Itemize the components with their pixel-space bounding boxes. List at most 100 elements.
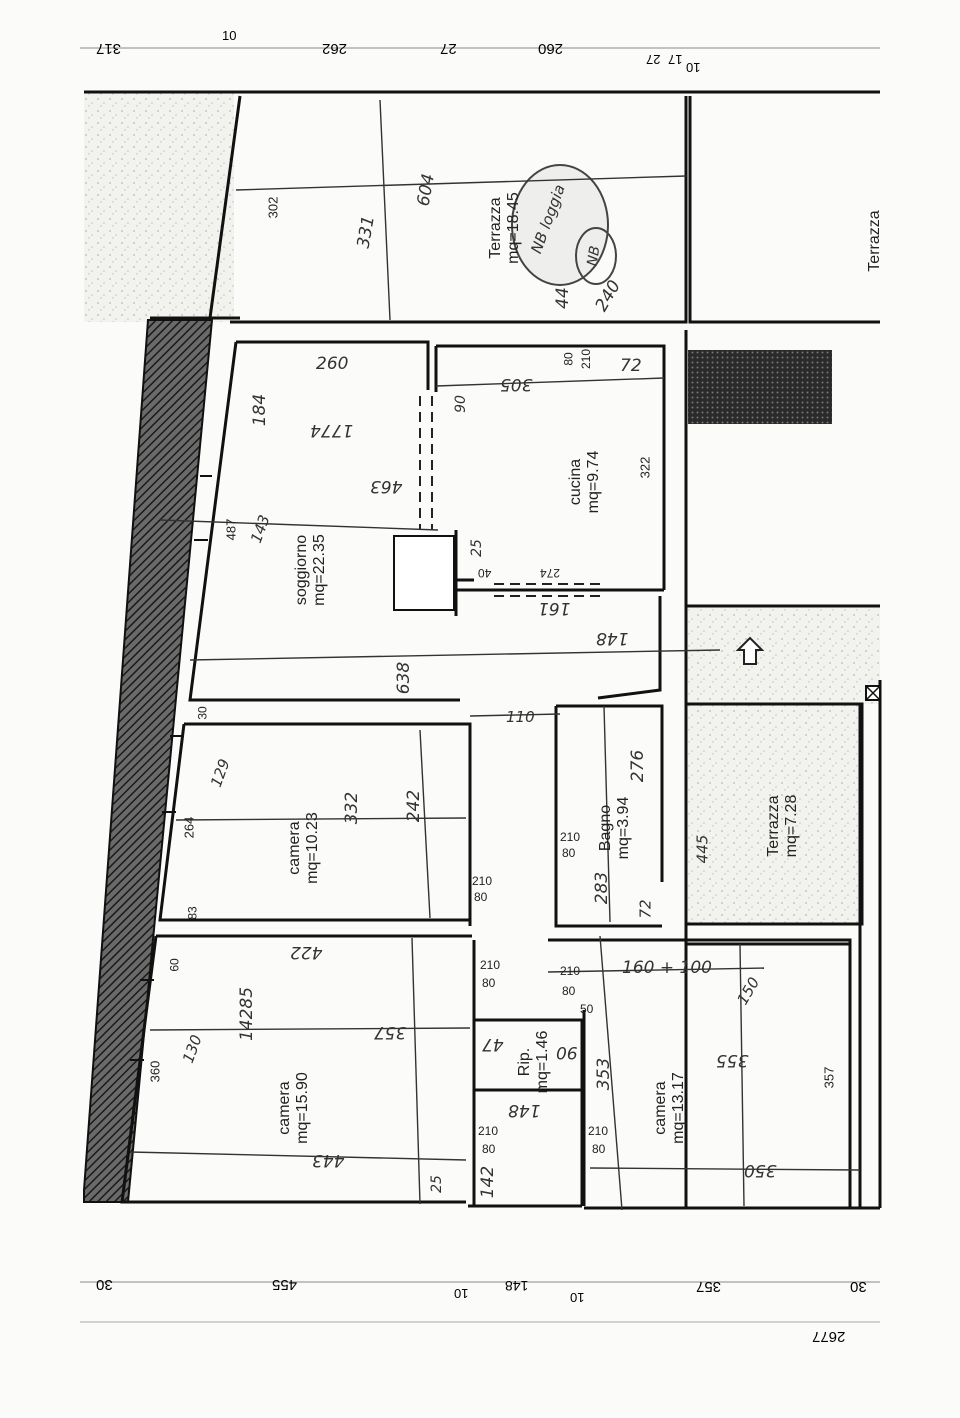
- room-side-dim: 302: [265, 196, 281, 219]
- room-area: mq=18.45: [505, 192, 522, 264]
- room-area: mq=13.17: [670, 1072, 687, 1144]
- door-width: 80: [562, 984, 576, 998]
- hand-260: 260: [316, 354, 349, 374]
- dim-bot-455: 455: [272, 1276, 298, 1293]
- label-274: 274: [540, 566, 561, 580]
- dim-top-260: 260: [538, 40, 564, 57]
- room-area: mq=10.23: [304, 812, 321, 884]
- label-60: 60: [167, 958, 182, 972]
- garden-strip: [84, 92, 234, 322]
- dim-top-10b: 10: [222, 28, 237, 43]
- hand-276: 276: [628, 749, 649, 783]
- hand-355: 355: [716, 1050, 749, 1070]
- room-side-dim: 322: [637, 456, 653, 479]
- room-ripostiglio: Rip. mq=1.46: [516, 1022, 552, 1102]
- dim-overall-2677: 2677: [812, 1328, 846, 1345]
- room-area: mq=1.46: [534, 1030, 551, 1094]
- dim-bot-30a: 30: [96, 1276, 113, 1293]
- hand-44: 44: [552, 287, 573, 309]
- room-area: mq=15.90: [294, 1072, 311, 1144]
- hand-nb: NB: [584, 244, 604, 268]
- room-area: mq=9.74: [585, 450, 602, 514]
- hand-142: 142: [478, 1165, 499, 1199]
- dim-top-27: 27: [440, 40, 457, 57]
- label-40: 40: [478, 566, 492, 580]
- room-name: camera: [286, 821, 303, 875]
- label-30: 30: [195, 706, 210, 720]
- room-terrazza-right: Terrazza: [866, 196, 884, 286]
- dim-top-262: 262: [322, 40, 348, 57]
- terrace-small-texture: [686, 704, 862, 924]
- hand-148a: 148: [596, 628, 629, 648]
- hand-90b: 90: [556, 1042, 578, 1062]
- hand-161: 161: [538, 598, 571, 618]
- dim-top-17: 17: [668, 52, 683, 67]
- fireplace-block: [393, 535, 455, 611]
- hand-25: 25: [468, 539, 485, 557]
- dim-top-27b: 27: [646, 52, 661, 67]
- terrace-texture: [686, 608, 880, 704]
- room-area: mq=22.35: [311, 534, 328, 606]
- door-height: 210: [480, 958, 501, 972]
- door-width: 80: [561, 352, 576, 366]
- hand-422: 422: [290, 942, 323, 962]
- hand-184: 184: [250, 393, 271, 427]
- hand-72b: 72: [636, 899, 655, 919]
- hand-445: 445: [693, 834, 712, 864]
- room-side-dim: 360: [147, 1060, 163, 1083]
- room-side-dim: 357: [821, 1066, 837, 1089]
- room-side-dim: 264: [181, 816, 197, 839]
- dim-bot-30b: 30: [850, 1278, 867, 1295]
- hand-463: 463: [370, 476, 403, 496]
- dim-top-10a: 10: [686, 60, 701, 75]
- room-name: Bagno: [597, 804, 614, 852]
- hand-353: 353: [594, 1057, 615, 1091]
- door-height: 210: [560, 830, 581, 844]
- room-area: mq=7.28: [783, 794, 800, 858]
- hand-160-100: 160 + 100: [622, 958, 712, 978]
- door-height: 210: [478, 1124, 499, 1138]
- facade-wall: [83, 319, 214, 1203]
- room-name: Terrazza: [866, 210, 883, 272]
- hand-1774: 1774: [310, 420, 354, 440]
- room-name: soggiorno: [293, 534, 310, 606]
- dim-bot-357: 357: [696, 1278, 722, 1295]
- hand-25b: 25: [428, 1175, 445, 1193]
- hand-638: 638: [394, 661, 415, 695]
- label-83: 83: [185, 906, 200, 920]
- door-height: 210: [579, 348, 594, 370]
- door-width: 80: [592, 1142, 606, 1156]
- room-side-dim: 487: [223, 518, 239, 541]
- room-bagno: Bagno mq=3.94: [597, 783, 633, 873]
- room-area: mq=3.94: [615, 796, 632, 860]
- door-width: 80: [474, 890, 488, 904]
- room-name: Terrazza: [765, 795, 782, 857]
- hand-242: 242: [404, 789, 425, 823]
- hand-305: 305: [500, 374, 533, 394]
- room-soggiorno: soggiorno mq=22.35: [293, 515, 329, 625]
- room-camera-3: camera mq=13.17: [652, 1058, 688, 1158]
- room-terrazza-large: Terrazza mq=18.45: [487, 173, 523, 283]
- hand-148b: 148: [508, 1100, 541, 1120]
- room-name: camera: [652, 1081, 669, 1135]
- room-name: cucina: [567, 458, 584, 506]
- hand-110: 110: [506, 708, 535, 726]
- hand-72: 72: [620, 356, 642, 376]
- hand-14285: 14285: [237, 986, 258, 1042]
- door-width: 80: [482, 976, 496, 990]
- dim-bot-10b: 10: [570, 1290, 585, 1305]
- hand-350: 350: [744, 1160, 777, 1180]
- door-height: 210: [560, 964, 581, 978]
- door-height: 210: [588, 1124, 609, 1138]
- door-width: 80: [482, 1142, 496, 1156]
- room-camera-2: camera mq=15.90: [276, 1058, 312, 1158]
- shaft-hatch: [688, 350, 832, 424]
- room-name: camera: [276, 1081, 293, 1135]
- hand-47: 47: [482, 1034, 504, 1054]
- room-cucina: cucina mq=9.74: [567, 437, 603, 527]
- label-50: 50: [580, 1002, 594, 1016]
- hand-357: 357: [374, 1022, 407, 1042]
- hand-332: 332: [342, 791, 363, 825]
